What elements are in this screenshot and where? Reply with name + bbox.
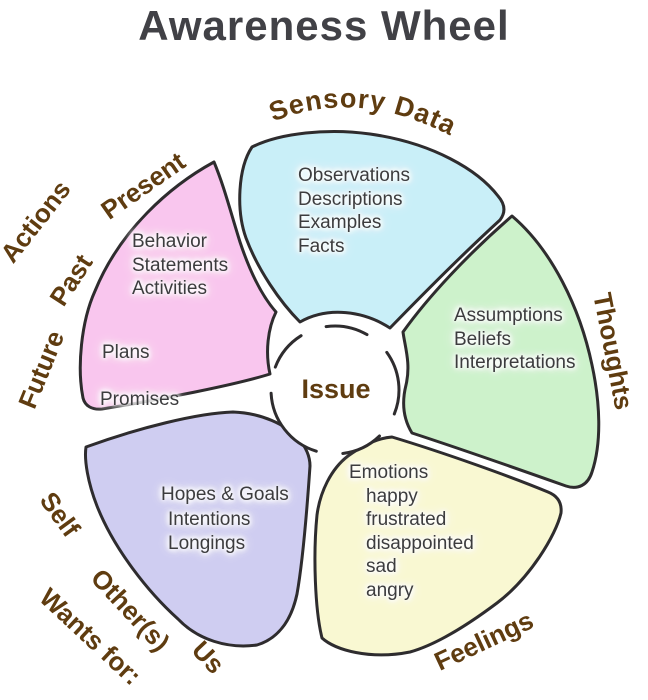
petal-text-line: Activities <box>132 278 207 299</box>
petal-text-line: Hopes & Goals <box>161 484 289 505</box>
petal-wants-shape <box>84 410 312 648</box>
petal-text-line: Plans <box>102 342 150 363</box>
petal-text-line: Promises <box>100 389 180 410</box>
actions-item-plans: Plans <box>102 341 150 365</box>
petal-text-line: Observations <box>298 165 410 186</box>
petal-text-line: Interpretations <box>454 352 576 373</box>
petal-text-line: Descriptions <box>298 188 403 210</box>
petal-text-line: sad <box>366 556 397 577</box>
petal-text-line: Statements <box>132 254 229 276</box>
actions-item-promises: Promises <box>100 388 179 412</box>
petal-text-line: frustrated <box>366 509 447 530</box>
petal-text-line: Beliefs <box>454 328 512 350</box>
page-title: Awareness Wheel <box>138 2 510 49</box>
petal-text-line: Longings <box>168 533 246 554</box>
petal-feelings-shape <box>313 435 563 657</box>
petal-text-line: Intentions <box>168 508 251 530</box>
petal-text-line: disappointed <box>366 532 474 554</box>
petal-actions-shape <box>78 160 278 411</box>
petal-thoughts-shape <box>401 214 601 489</box>
petal-text-line: Assumptions <box>454 305 563 326</box>
petal-text-line: happy <box>366 485 418 507</box>
petal-sensory-shape <box>238 130 506 330</box>
petal-text-line: Behavior <box>132 231 207 252</box>
sensory-items: Observations Descriptions Examples Facts <box>298 164 410 258</box>
issue-label: Issue <box>301 374 371 404</box>
petal-text-line: angry <box>366 579 414 601</box>
petal-text-line: Examples <box>298 212 382 233</box>
feelings-items: Emotions happy frustrated disappointed s… <box>349 461 474 602</box>
issue-circle <box>272 327 398 453</box>
actions-items-top: Behavior Statements Activities <box>132 230 228 301</box>
issue-circle-outline <box>269 324 401 455</box>
petal-text-heading: Emotions <box>349 462 429 483</box>
wants-items: Hopes & Goals Intentions Longings <box>161 483 289 557</box>
thoughts-items: Assumptions Beliefs Interpretations <box>454 304 575 375</box>
petal-text-line: Facts <box>298 235 345 257</box>
